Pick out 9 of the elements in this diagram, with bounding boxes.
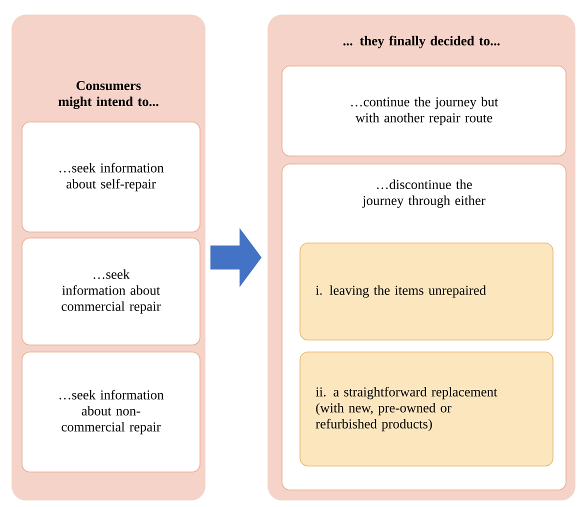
box-text: …discontinue the journey through either — [362, 180, 486, 208]
box-text: …seek information about commercial repair — [62, 269, 161, 314]
box-text: …continue the journey but with another repair route — [351, 96, 498, 126]
box-text: …seek information about self-repair — [60, 162, 164, 192]
box-text: ii. a straightforward replacement (with new, pre-owned or refurbished products) — [316, 386, 498, 432]
box-text: i. leaving the items unrepaired — [316, 285, 486, 298]
heading: Consumers might intend to... — [58, 81, 158, 109]
heading: ... they finally decided to... — [343, 36, 500, 48]
box-text: …seek information about non-commercial repair — [60, 390, 164, 434]
